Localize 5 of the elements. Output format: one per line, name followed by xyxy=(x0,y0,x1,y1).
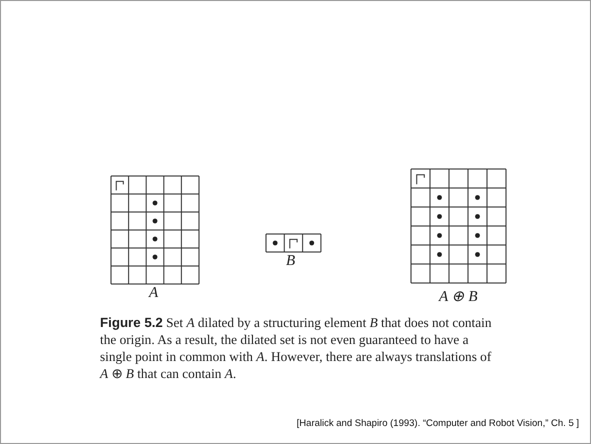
set-label: A ⊕ B xyxy=(439,288,478,306)
set-label: A xyxy=(149,285,158,302)
citation: [Haralick and Shapiro (1993). “Computer and Robot Vision,” Ch. 5 ] xyxy=(296,418,579,429)
figure-caption: Figure 5.2 Set A dilated by a structuring element B that does not contain the origin. As a result, the dilated set is not even guaranteed to have a single point in common with A. However, there are always translations of A ⊕ B that can contain A. xyxy=(100,314,492,382)
set-label: B xyxy=(286,253,296,270)
